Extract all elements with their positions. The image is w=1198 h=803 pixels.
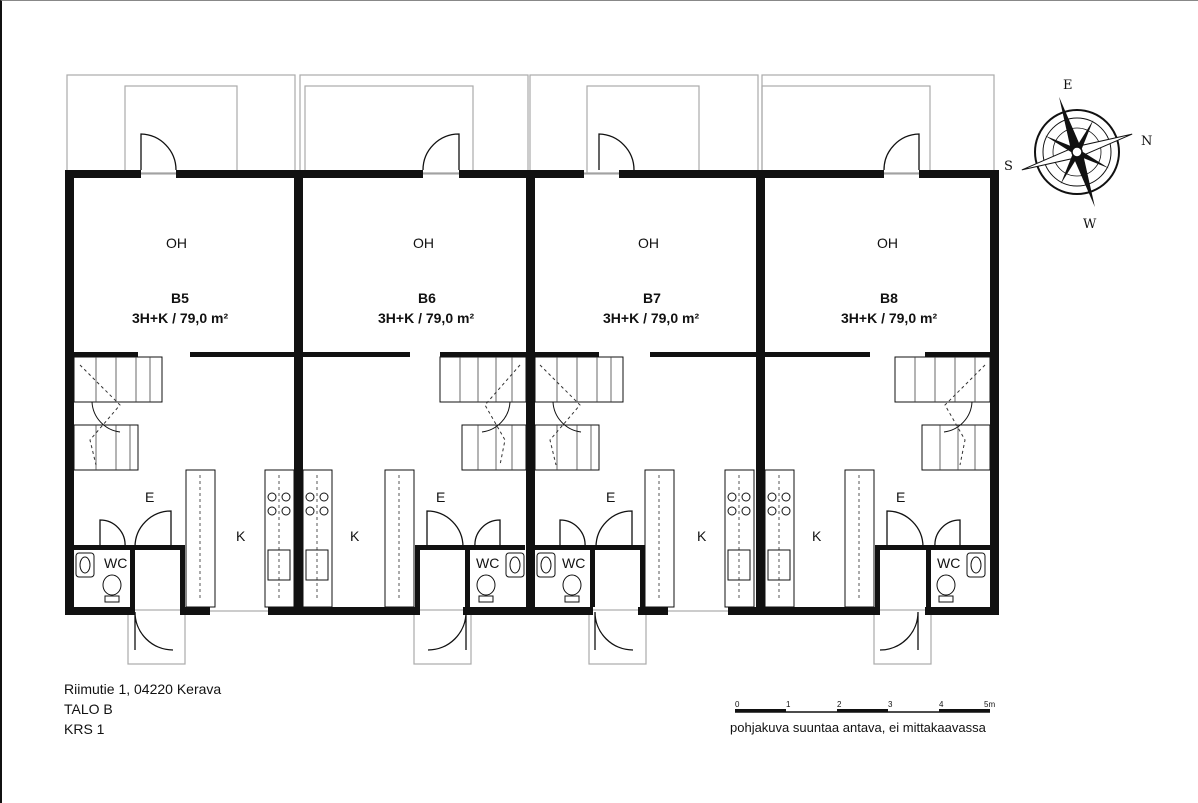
unit-b6-labels: OH B6 3H+K / 79,0 m² E K WC [350,235,499,571]
windows [141,173,919,612]
entry-steps [127,609,932,665]
stairs [73,356,991,471]
room-oh-label: OH [638,235,659,251]
scale-bar: 0 1 2 3 4 5m [735,700,995,713]
room-e-label: E [436,489,445,505]
room-k-label: K [236,528,246,544]
room-k-label: K [812,528,822,544]
walls [65,170,999,615]
compass-s-label: S [1004,159,1013,174]
room-e-label: E [896,489,905,505]
unit-area-label: 3H+K / 79,0 m² [132,310,228,326]
scale-tick-1: 1 [786,700,791,709]
compass-w-label: W [1083,217,1097,232]
compass-rose: E N S W [1004,78,1152,232]
room-oh-label: OH [877,235,898,251]
unit-id-label: B6 [418,290,436,306]
top-terraces [66,74,995,174]
unit-b5-labels: OH B5 3H+K / 79,0 m² E K WC [104,235,246,571]
room-oh-label: OH [413,235,434,251]
floor-label: KRS 1 [64,721,105,737]
room-k-label: K [697,528,707,544]
compass-n-label: N [1141,134,1152,149]
compass-e-label: E [1063,78,1073,93]
scale-tick-2: 2 [837,700,842,709]
doors [99,133,961,651]
unit-id-label: B7 [643,290,661,306]
room-wc-label: WC [104,555,127,571]
unit-b7-labels: OH B7 3H+K / 79,0 m² E K WC [562,235,707,571]
kitchen-counters [185,469,875,608]
room-k-label: K [350,528,360,544]
address-line: Riimutie 1, 04220 Kerava [64,681,222,697]
scale-tick-5: 5m [984,700,995,709]
room-oh-label: OH [166,235,187,251]
unit-area-label: 3H+K / 79,0 m² [378,310,474,326]
scale-tick-3: 3 [888,700,893,709]
room-wc-label: WC [476,555,499,571]
room-wc-label: WC [562,555,585,571]
room-wc-label: WC [937,555,960,571]
room-e-label: E [606,489,615,505]
scale-tick-0: 0 [735,700,740,709]
unit-b8-labels: OH B8 3H+K / 79,0 m² E K WC [812,235,960,571]
scale-tick-4: 4 [939,700,944,709]
unit-area-label: 3H+K / 79,0 m² [841,310,937,326]
unit-id-label: B5 [171,290,189,306]
room-e-label: E [145,489,154,505]
unit-id-label: B8 [880,290,898,306]
disclaimer-note: pohjakuva suuntaa antava, ei mittakaavas… [730,720,986,735]
wc-fixtures [75,552,986,603]
building-label: TALO B [64,701,113,717]
unit-area-label: 3H+K / 79,0 m² [603,310,699,326]
